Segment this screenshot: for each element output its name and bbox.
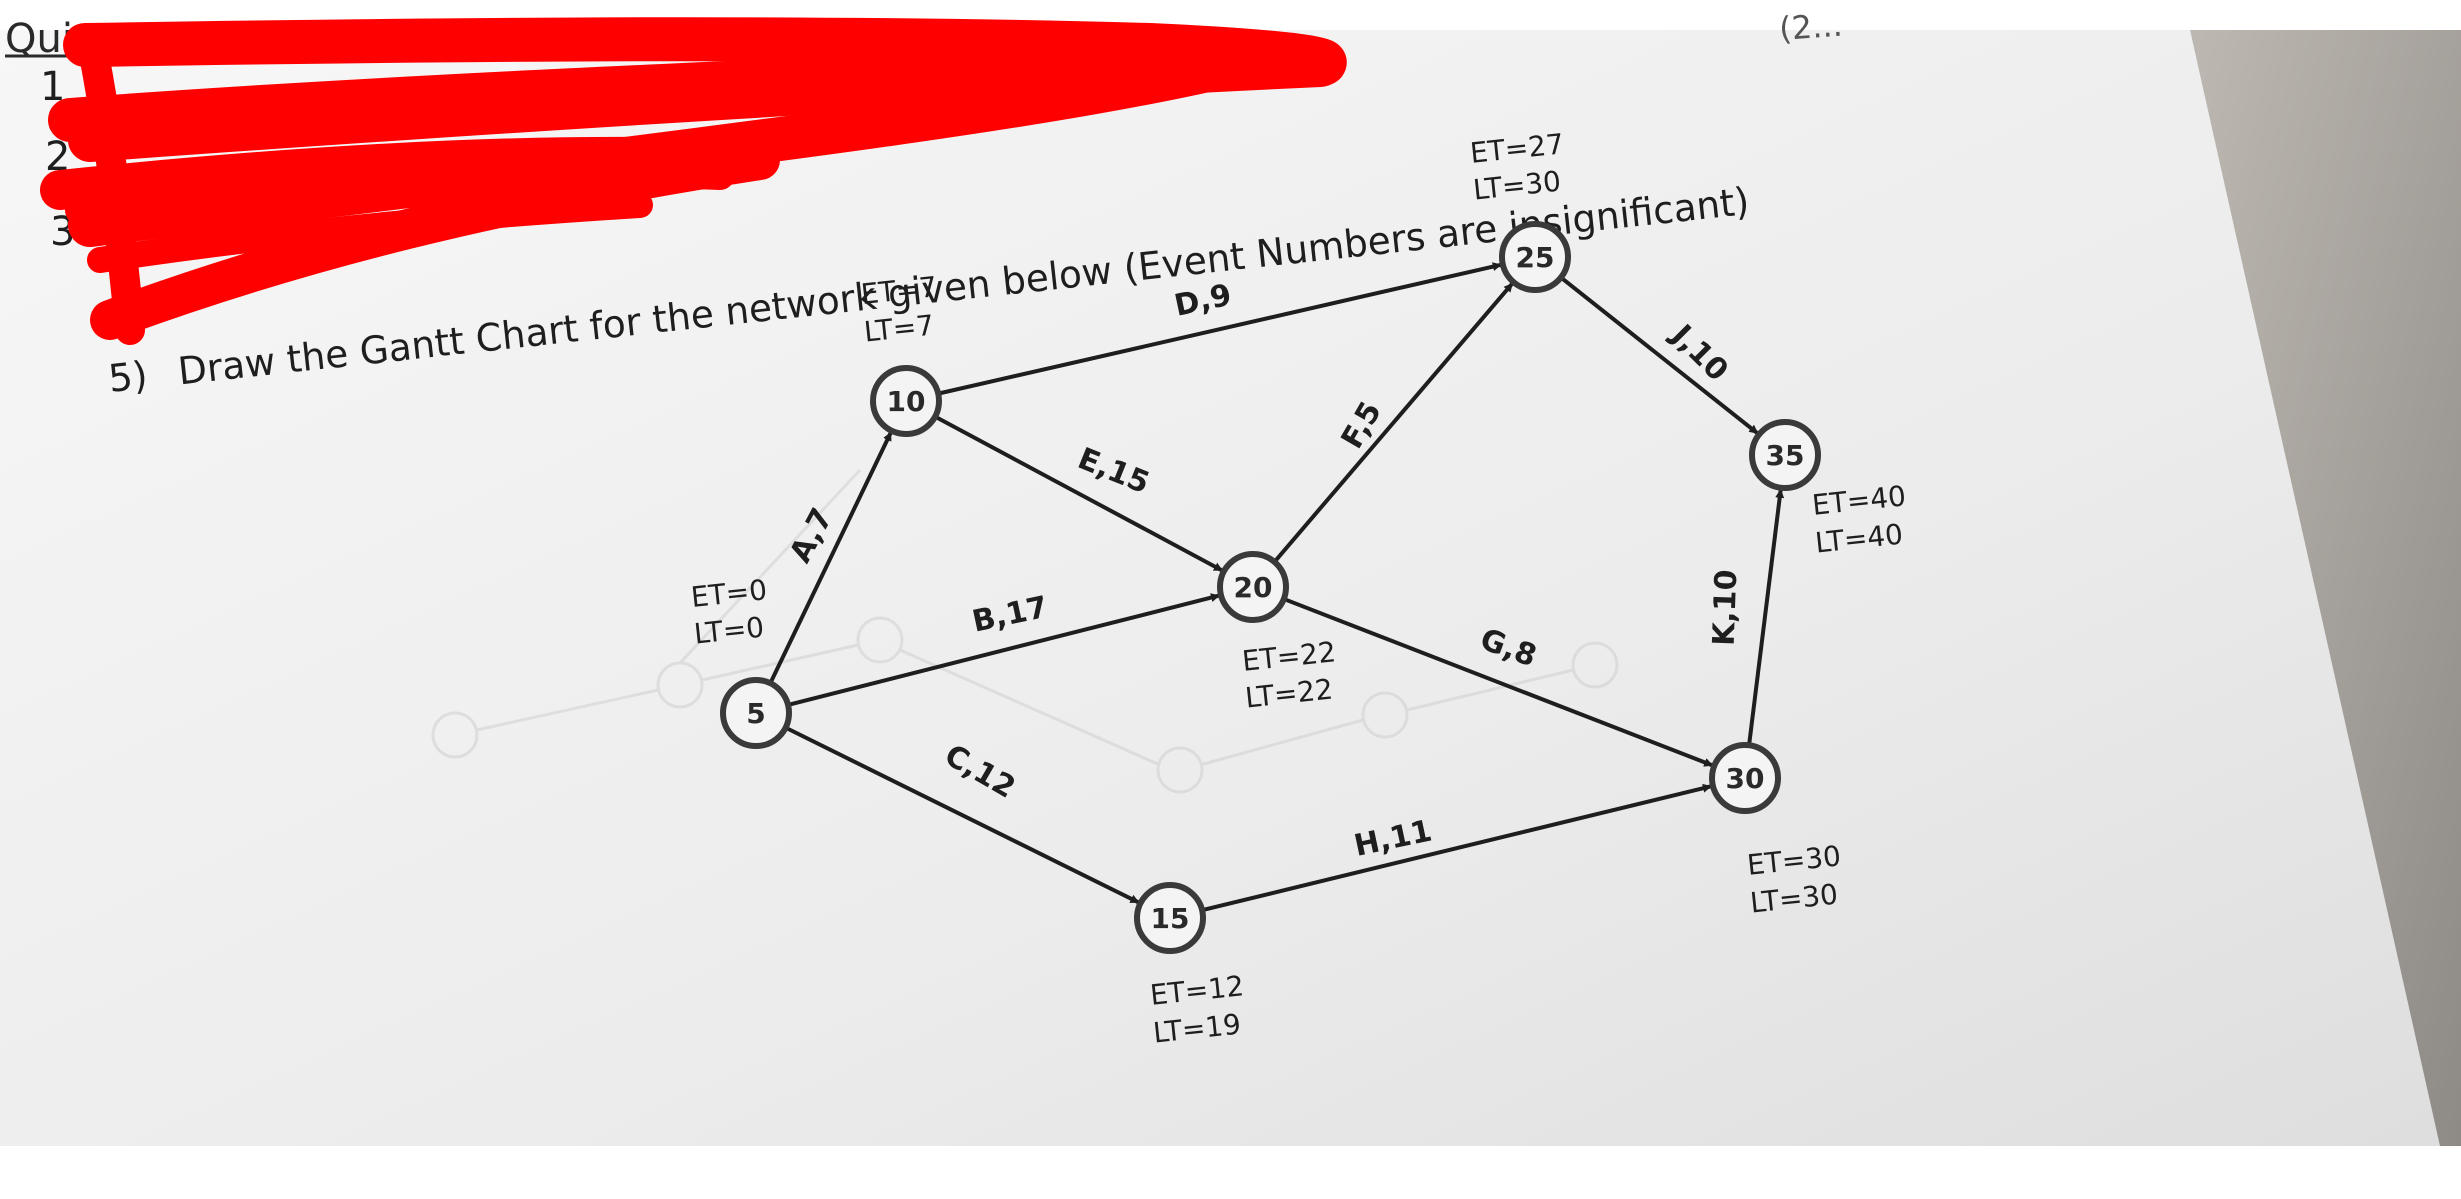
event-node-35 [1749,419,1821,491]
activity-arrow-c [784,725,1140,905]
activity-arrow-f [1272,282,1514,564]
activity-label-k: K,10 [1707,569,1745,647]
activity-arrow-e [934,414,1224,573]
event-lt-10: LT=7 [862,308,935,348]
activity-arrow-g [1283,597,1714,768]
event-node-5 [720,677,792,749]
event-node-label-5: 5 [746,697,765,730]
activity-arrows [768,262,1785,913]
activity-arrow-k [1747,488,1785,746]
event-node-label-10: 10 [887,385,926,418]
event-node-label-25: 25 [1516,241,1555,274]
activity-arrow-d [937,262,1502,396]
ghost-figure [431,468,1619,794]
event-et-5: ET=0 [689,573,768,614]
event-node-25 [1499,221,1571,293]
event-node-30 [1709,742,1781,814]
event-node-label-30: 30 [1726,762,1765,795]
bottom-white-band [0,1146,2461,1194]
redaction-scribble [40,17,1347,345]
event-nodes: 5 10 15 20 25 30 35 [720,221,1821,954]
activity-arrow-a [768,431,893,685]
activity-arrow-j [1559,275,1759,435]
event-node-20 [1217,551,1289,623]
event-et-10: ET=7 [859,270,938,311]
event-node-label-15: 15 [1151,902,1190,935]
event-node-15 [1134,882,1206,954]
event-node-label-35: 35 [1766,439,1805,472]
event-node-10 [870,365,942,437]
activity-arrow-h [1201,783,1712,913]
event-node-label-20: 20 [1234,571,1273,604]
event-lt-5: LT=0 [692,610,765,650]
desk-surface [2190,30,2461,1146]
question-number: 5) [106,353,150,401]
activity-arrow-b [787,593,1220,707]
corner-fragment: (2... [1778,6,1844,48]
